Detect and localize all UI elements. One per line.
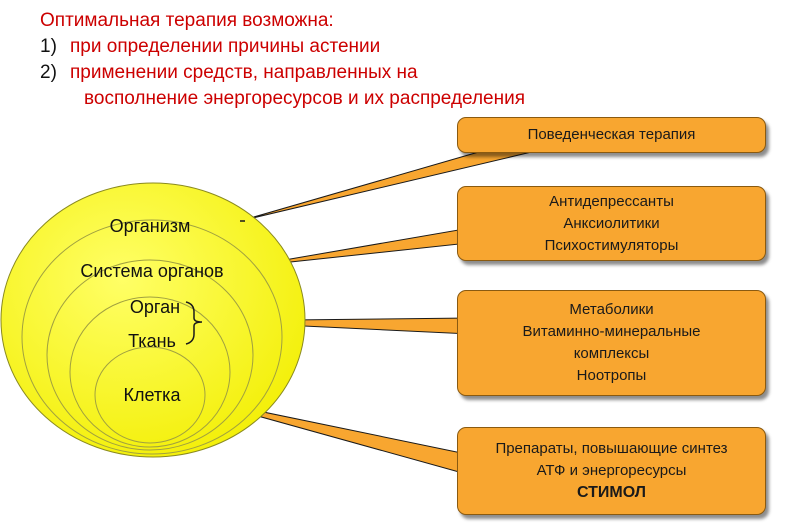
box-behavioral-therapy: Поведенческая терапия — [457, 117, 766, 153]
box-atp-synthesis: Препараты, повышающие синтез АТФ и энерг… — [457, 427, 766, 515]
level-label-organ-system: Система органов — [80, 261, 223, 281]
level-label-cell: Клетка — [124, 385, 182, 405]
header-item-1: 1) при определении причины астении — [40, 34, 780, 60]
ellipse-organism — [0, 182, 306, 458]
header-item-1-text: при определении причины астении — [70, 36, 381, 57]
box-psychotropics-line-2: Анксиолитики — [563, 214, 660, 232]
header-item-2: 2) применении средств, направленных на — [40, 60, 780, 86]
level-label-organ: Орган — [130, 297, 180, 317]
header-item-2-continuation: восполнение энергоресурсов и их распреде… — [84, 88, 526, 109]
box-metabolics-line-4: Ноотропы — [576, 367, 647, 384]
ellipse-tissue — [69, 296, 231, 448]
level-label-tissue: Ткань — [128, 331, 176, 351]
box-metabolics-line-2: Витаминно-минеральные — [522, 323, 701, 340]
box-psychotropics: Антидепрессанты Анксиолитики Психостимул… — [457, 186, 766, 261]
header-item-1-number: 1) — [40, 36, 57, 57]
header-item-2-number: 2) — [40, 62, 57, 83]
header: Оптимальная терапия возможна: 1) при опре… — [40, 8, 780, 112]
box-atp-synthesis-highlight: СТИМОЛ — [576, 484, 647, 501]
box-atp-synthesis-line-2: АТФ и энергоресурсы — [536, 462, 687, 479]
ellipse-organ-system — [21, 219, 283, 455]
ellipse-cell — [94, 346, 206, 444]
box-atp-synthesis-line-1: Препараты, повышающие синтез — [495, 440, 728, 457]
box-metabolics-line-1: Метаболики — [569, 301, 654, 318]
brace-organ-tissue — [185, 301, 203, 345]
box-psychotropics-line-1: Антидепрессанты — [549, 192, 674, 210]
level-label-organism: Организм — [110, 216, 191, 236]
box-metabolics-line-3: комплексы — [573, 345, 650, 362]
ellipse-organ — [46, 259, 254, 451]
header-item-2-text: применении средств, направленных на — [70, 62, 418, 83]
header-title: Оптимальная терапия возможна: — [40, 10, 334, 31]
box-metabolics: Метаболики Витаминно-минеральные комплек… — [457, 290, 766, 396]
box-psychotropics-line-3: Психостимуляторы — [544, 236, 679, 254]
box-behavioral-therapy-line-1: Поведенческая терапия — [527, 126, 696, 143]
